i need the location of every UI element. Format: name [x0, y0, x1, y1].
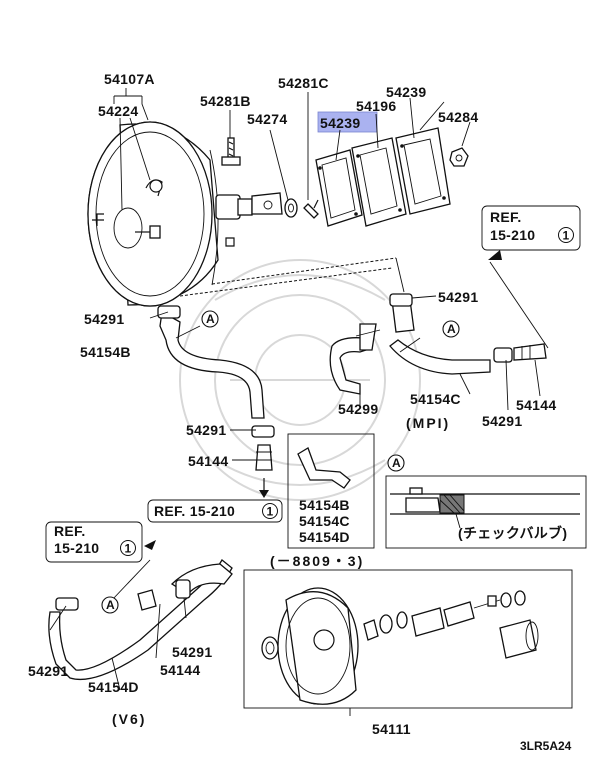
callout-a2: A: [447, 322, 456, 336]
brake-booster: [87, 121, 283, 307]
ref-left-circle: [120, 540, 136, 556]
inset-label-54154c: 54154C: [299, 513, 350, 529]
check-valve-detail: [390, 487, 580, 529]
ref-left-circle-number: 1: [125, 542, 132, 556]
label-date-range: (－8809・3): [270, 553, 364, 569]
label-54196: 54196: [356, 98, 396, 114]
inset-label-54154b: 54154B: [299, 497, 350, 513]
arrow-head-down: [259, 490, 269, 498]
dashed-links: [179, 257, 405, 297]
label-54154c: 54154C: [410, 391, 461, 407]
label-54144-v6: 54144: [160, 662, 200, 678]
arrow-ref-top-right: [488, 250, 502, 260]
callout-a3-circle: [101, 596, 119, 614]
ref-box-top-right: [481, 205, 581, 251]
leader-lines-mid: [149, 311, 260, 461]
fitting-54144-mid: [255, 444, 273, 471]
ref-top-right-circle: [558, 227, 574, 243]
label-54281b: 54281B: [200, 93, 251, 109]
detail-a-marker: [387, 454, 405, 472]
ref-top-right-line2: 15-210: [490, 227, 535, 243]
ref-top-right-circle-number: 1: [563, 229, 570, 243]
label-54281c: 54281C: [278, 75, 329, 91]
ref-box-left: [45, 521, 143, 563]
nut-54284: [449, 147, 469, 167]
label-mpi: (MPI): [406, 415, 450, 431]
label-54291-right2: 54291: [482, 413, 522, 429]
label-54154d: 54154D: [88, 679, 139, 695]
callout-a2-circle: [442, 320, 460, 338]
label-54107a: 54107A: [104, 71, 155, 87]
pin-54281c: [303, 199, 319, 219]
ref-box-center: [147, 499, 283, 523]
label-54239-highlighted: 54239: [320, 115, 360, 131]
ref-top-right-line1: REF.: [490, 209, 522, 225]
booster-internals: [261, 587, 539, 716]
inset-box-hoses: [287, 433, 375, 549]
label-54291-right: 54291: [438, 289, 478, 305]
callout-a1: A: [206, 312, 215, 326]
detail-a-box: [385, 475, 587, 549]
label-54239-top: 54239: [386, 84, 426, 100]
ref-center-text: REF. 15-210: [154, 503, 235, 519]
v6-hose-assembly: [48, 559, 233, 691]
detail-a-letter: A: [392, 456, 401, 470]
booster-internals-box: [243, 569, 573, 709]
label-54154b: 54154B: [80, 344, 131, 360]
label-v6: (V6): [112, 711, 146, 727]
label-54111: 54111: [372, 721, 411, 737]
ref-left-line2: 15-210: [54, 540, 99, 556]
washer-54274: [284, 198, 298, 218]
label-54291-mid: 54291: [186, 422, 226, 438]
gasket-stack: [315, 127, 451, 227]
label-54291-left: 54291: [84, 311, 124, 327]
inset-hose-glyph: [297, 447, 351, 489]
label-54144-mid: 54144: [188, 453, 228, 469]
bolt-54281b: [221, 137, 241, 166]
figure-code: 3LR5A24: [520, 739, 572, 753]
ref-left-line1: REF.: [54, 523, 86, 539]
leader-lines-top: [113, 88, 471, 211]
callout-a1-circle: [201, 310, 219, 328]
arrow-ref-left: [144, 540, 156, 550]
clip-54291-mid: [251, 425, 275, 438]
callout-a3: A: [106, 598, 115, 612]
label-54291-v6-left: 54291: [28, 663, 68, 679]
label-check-valve: (チェックバルブ): [458, 525, 567, 541]
hose-54154b: [157, 305, 265, 419]
label-54144-right: 54144: [516, 397, 556, 413]
mpi-hose-assembly: [329, 261, 549, 411]
label-54274: 54274: [247, 111, 287, 127]
ref-center-circle: [262, 503, 278, 519]
inset-label-54154d: 54154D: [299, 529, 350, 545]
label-54284: 54284: [438, 109, 478, 125]
label-54299: 54299: [338, 401, 378, 417]
highlight-box: [317, 111, 378, 133]
ref-center-circle-number: 1: [267, 505, 274, 519]
label-54291-v6-right: 54291: [172, 644, 212, 660]
label-54224: 54224: [98, 103, 138, 119]
